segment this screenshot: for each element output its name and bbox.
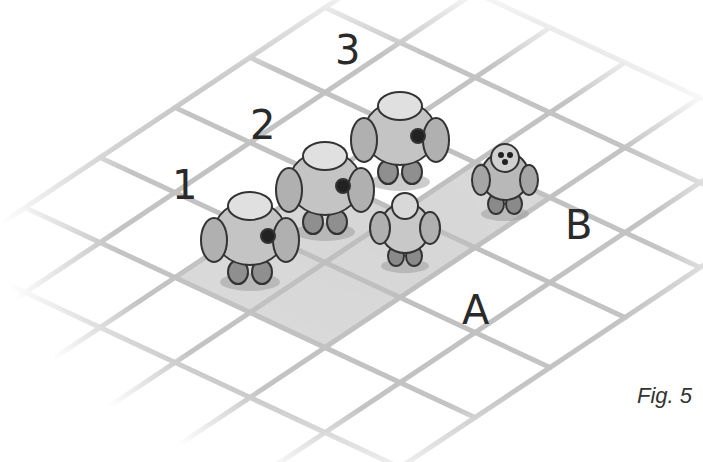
golem-figure [201,192,299,291]
callout-label: 2 [250,105,275,145]
monster-figure [472,144,538,221]
monster-figure [370,193,440,273]
callout-label: B [565,205,592,245]
callout-label: 1 [172,165,197,205]
figure-caption: Fig. 5 [637,385,692,407]
callout-label: 3 [335,30,360,70]
callout-label: A [462,290,489,330]
